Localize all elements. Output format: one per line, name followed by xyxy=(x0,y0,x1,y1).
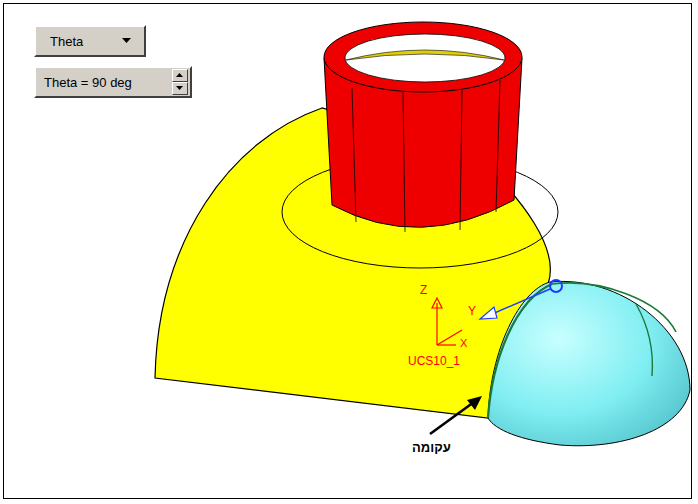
green-curve xyxy=(636,304,652,376)
leader-arrow xyxy=(430,402,474,434)
dropdown-button: Theta xyxy=(34,25,146,57)
boss-edge xyxy=(352,88,356,222)
spinner-down xyxy=(172,82,188,95)
axis-label: Z xyxy=(420,283,427,297)
boss-edge xyxy=(403,92,405,232)
direction-handle xyxy=(550,280,562,292)
dropdown-arrow-shape xyxy=(122,38,131,43)
green-curve xyxy=(488,284,552,418)
boss-inner-wall xyxy=(346,50,504,60)
z-axis xyxy=(436,303,437,345)
spinner-arrow-shape xyxy=(176,86,183,90)
widget-text: Theta xyxy=(50,34,83,49)
green-curve xyxy=(552,283,676,332)
cyan-dome xyxy=(488,281,690,445)
spinner-up xyxy=(172,69,188,82)
callout-label: עקומה xyxy=(412,440,451,455)
leader-arrow-head xyxy=(467,396,482,410)
y-axis xyxy=(437,330,462,345)
spinner-arrow xyxy=(176,73,184,78)
spinner-buttons xyxy=(172,69,188,95)
spinner-field: Theta = 90 deg xyxy=(34,66,192,98)
csys-name: UCS10_1 xyxy=(408,354,460,368)
boss-edge xyxy=(460,90,462,230)
boss-edge xyxy=(496,80,500,212)
z-axis-head xyxy=(432,298,442,308)
axis-label: X xyxy=(460,337,467,349)
boss-top xyxy=(324,22,522,92)
boss-opening xyxy=(345,34,505,82)
direction-arrow-head xyxy=(480,307,497,319)
x-axis xyxy=(437,344,456,345)
spinner-arrow-shape xyxy=(176,73,183,77)
axis-label: Y xyxy=(468,304,476,318)
widget-text: Theta = 90 deg xyxy=(44,75,132,90)
spinner-arrow xyxy=(176,86,184,91)
dropdown-arrow xyxy=(122,38,132,44)
